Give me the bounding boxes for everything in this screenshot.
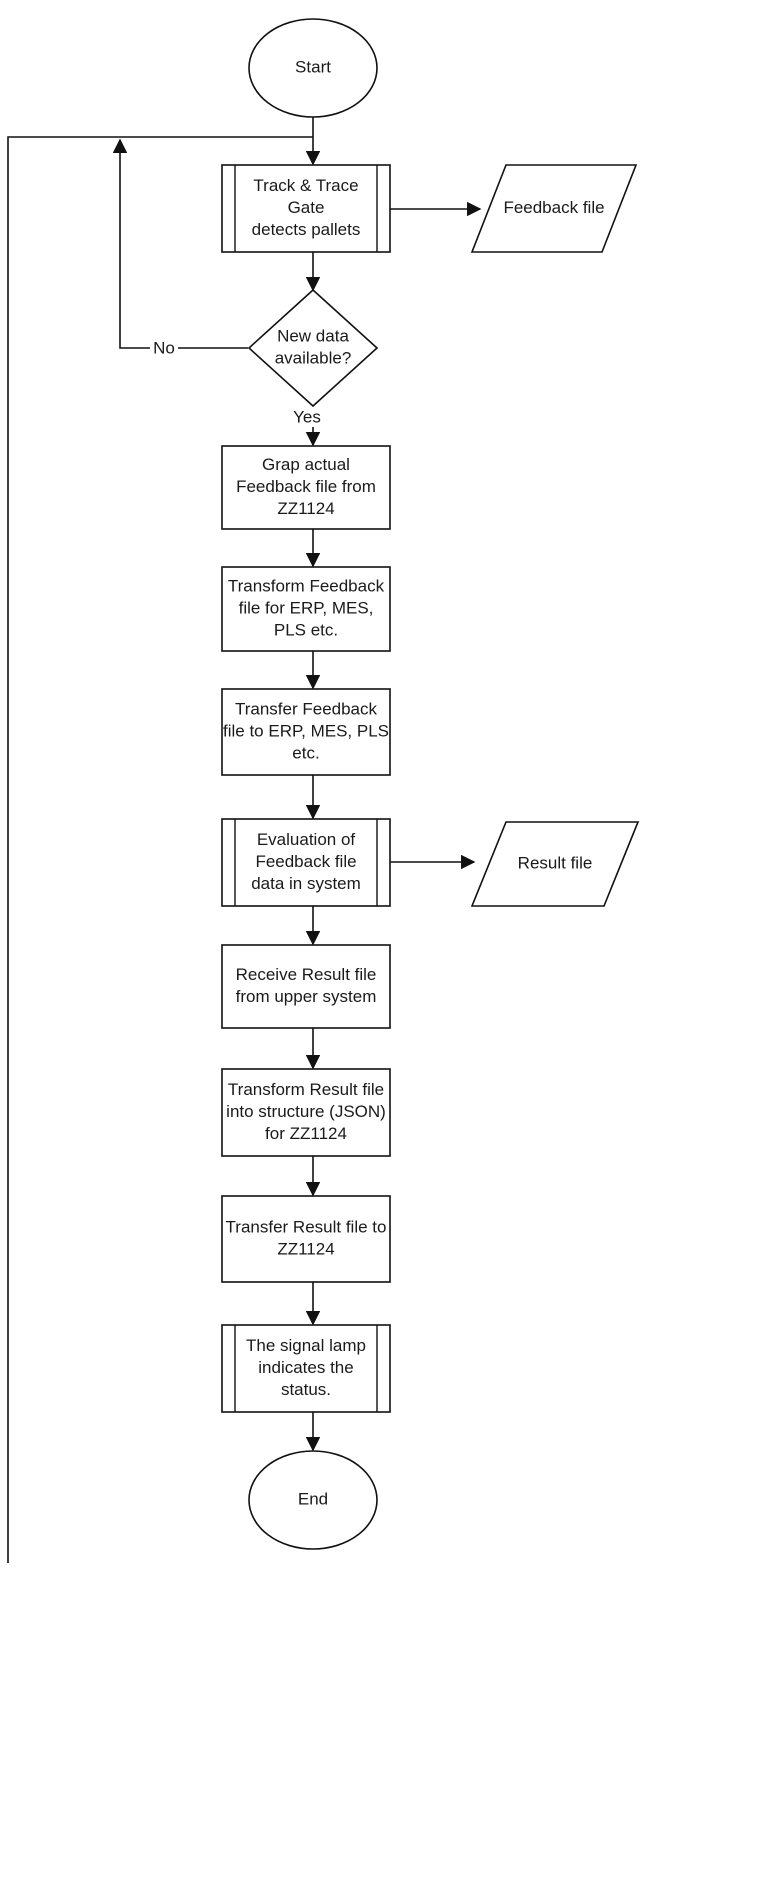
transfer-feedback-node-shape <box>221 688 391 776</box>
new-data-decision: New data available? <box>247 288 379 408</box>
transform-feedback-node: Transform Feedback file for ERP, MES, PLS … <box>221 566 391 652</box>
node-label-line: Transform Feedback <box>228 576 385 595</box>
end-node-label: End <box>298 1489 328 1508</box>
transfer-result-node-shape <box>221 1195 391 1283</box>
feedback-file-node-shape <box>470 164 638 253</box>
node-label-line: into structure (JSON) <box>226 1102 386 1121</box>
edge-label-yes-text: Yes <box>293 407 321 426</box>
new-data-decision-shape <box>247 288 379 408</box>
node-label-line: from upper system <box>236 987 377 1006</box>
node-label-line: Track & Trace <box>253 176 358 195</box>
track-trace-gate-node-shape <box>221 164 391 253</box>
node-label-line: Feedback file <box>255 852 356 871</box>
node-label-line: The signal lamp <box>246 1336 366 1355</box>
node-label-line: PLS etc. <box>274 620 338 639</box>
node-label-line: Transform Result file <box>228 1080 384 1099</box>
edge-label-no: No <box>150 338 178 358</box>
arrow-signal-lamp-loop <box>7 136 313 1563</box>
node-label-line: Receive Result file <box>236 965 377 984</box>
receive-result-node: Receive Result file from upper system <box>221 944 391 1029</box>
edge-label-no-text: No <box>153 338 175 357</box>
evaluation-node: Evaluation of Feedback file data in system <box>221 818 391 907</box>
node-label-line: Transfer Feedback <box>235 699 378 718</box>
arrow-decision-no-loop <box>112 138 248 349</box>
transfer-feedback-node: Transfer Feedback file to ERP, MES, PLS et… <box>221 688 391 776</box>
result-file-node-shape <box>470 821 640 907</box>
signal-lamp-node: The signal lamp indicates the status. <box>221 1324 391 1413</box>
transfer-result-node: Transfer Result file to ZZ1124 <box>221 1195 391 1283</box>
node-label-line: for ZZ1124 <box>265 1124 347 1143</box>
node-label-line: file for ERP, MES, <box>239 598 374 617</box>
node-label-line: file to ERP, MES, PLS <box>223 721 389 740</box>
transform-feedback-node-shape <box>221 566 391 652</box>
signal-lamp-node-shape <box>221 1324 391 1413</box>
node-label-line: ZZ1124 <box>277 1239 334 1258</box>
evaluation-node-shape <box>221 818 391 907</box>
end-node: End <box>248 1450 378 1550</box>
node-label-line: status. <box>281 1380 331 1399</box>
feedback-file-node: Feedback file <box>470 164 638 253</box>
receive-result-node-shape <box>221 944 391 1029</box>
node-label-line: etc. <box>292 743 319 762</box>
node-label-line: New data <box>277 326 349 345</box>
node-label-line: Feedback file <box>503 198 604 217</box>
node-label-line: Evaluation of <box>257 830 356 849</box>
transform-result-node: Transform Result file into structure (JSO… <box>221 1068 391 1157</box>
node-label-line: data in system <box>251 874 361 893</box>
start-node-shape <box>248 18 378 118</box>
node-label-line: Transfer Result file to <box>226 1217 387 1236</box>
node-label-line: Gate <box>288 198 325 217</box>
node-label-line: available? <box>275 348 352 367</box>
start-node: Start <box>248 18 378 118</box>
end-node-shape <box>248 1450 378 1550</box>
node-label-line: detects pallets <box>252 220 361 239</box>
transform-result-node-shape <box>221 1068 391 1157</box>
edge-label-yes: Yes <box>291 407 323 427</box>
node-label-line: Result file <box>518 853 593 872</box>
node-label-line: ZZ1124 <box>277 499 334 518</box>
start-node-label: Start <box>295 57 331 76</box>
node-label-line: Grap actual <box>262 455 350 474</box>
result-file-node: Result file <box>470 821 640 907</box>
node-label-line: Feedback file from <box>236 477 376 496</box>
node-label-line: indicates the <box>258 1358 353 1377</box>
grap-feedback-node-shape <box>221 445 391 530</box>
